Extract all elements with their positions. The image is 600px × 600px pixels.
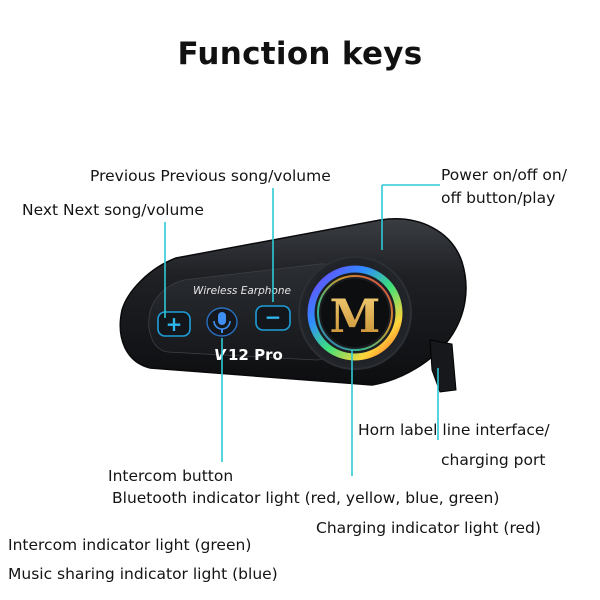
model-text: 12 Pro: [228, 346, 283, 364]
plus-symbol: +: [166, 312, 183, 336]
plus-button: [157, 311, 191, 337]
microphone-icon: [213, 312, 231, 333]
label-horn-line1: Horn label line interface/: [358, 421, 550, 439]
label-horn-line2: charging port: [441, 451, 546, 469]
center-logo: M: [330, 289, 381, 343]
page-title: Function keys: [177, 36, 423, 72]
label-next: Next Next song/volume: [22, 201, 204, 219]
label-music-light: Music sharing indicator light (blue): [8, 565, 278, 583]
label-power-line2: off button/play: [441, 189, 556, 207]
label-charging-light: Charging indicator light (red): [316, 519, 541, 537]
label-bluetooth-light: Bluetooth indicator light (red, yellow, …: [112, 489, 500, 507]
minus-button: [255, 305, 291, 331]
label-previous: Previous Previous song/volume: [90, 167, 331, 185]
label-power-line1: Power on/off on/: [441, 166, 567, 184]
label-intercom-light: Intercom indicator light (green): [8, 536, 252, 554]
model-logo: V: [214, 346, 227, 364]
rgb-inner-glow: [317, 275, 393, 351]
minus-symbol: −: [265, 305, 282, 329]
side-clip: [429, 339, 457, 393]
brand-text: Wireless Earphone: [193, 285, 291, 297]
rgb-indicator-ring: [307, 265, 403, 361]
label-intercom-button: Intercom button: [108, 467, 234, 485]
